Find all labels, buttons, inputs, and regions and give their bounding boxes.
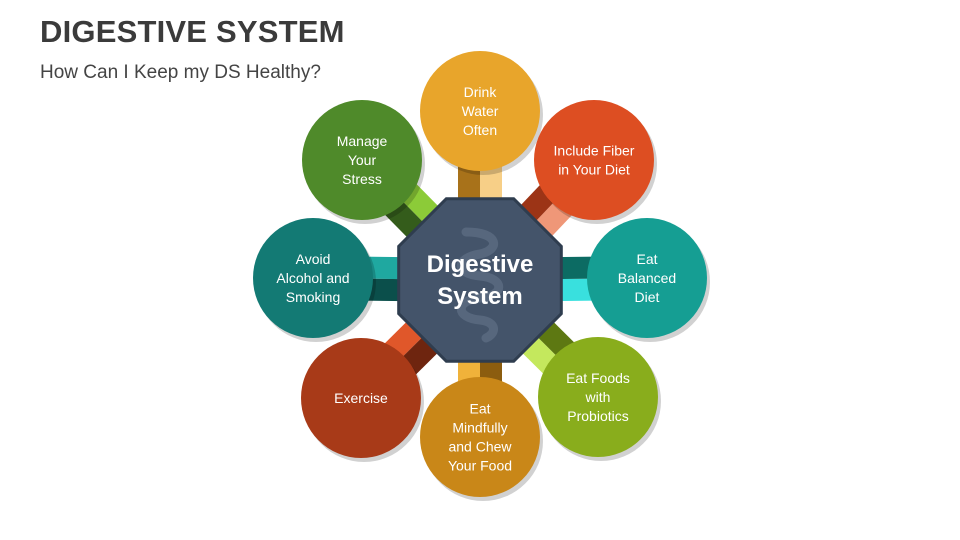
node-label: Include Fiber in Your Diet bbox=[554, 143, 635, 178]
node-label-line: Drink bbox=[464, 84, 498, 100]
node-label-line: Avoid bbox=[296, 251, 331, 267]
node-include-fiber: Include Fiber in Your Diet bbox=[534, 100, 657, 224]
node-label: Exercise bbox=[334, 390, 388, 406]
node-label-line: Alcohol and bbox=[276, 270, 349, 286]
node-label-line: Probiotics bbox=[567, 408, 628, 424]
node-label-line: in Your Diet bbox=[558, 162, 630, 178]
center-label-line: Digestive bbox=[427, 251, 534, 278]
node-circle bbox=[534, 100, 654, 220]
center-octagon bbox=[397, 197, 563, 363]
node-label-line: Often bbox=[463, 122, 497, 138]
node-circle bbox=[302, 100, 422, 220]
node-label-line: Water bbox=[462, 103, 499, 119]
node-label-line: Balanced bbox=[618, 270, 676, 286]
page-title: DIGESTIVE SYSTEM bbox=[40, 14, 345, 49]
node-label-line: Diet bbox=[635, 289, 660, 305]
node-circle bbox=[420, 377, 540, 497]
node-label-line: Manage bbox=[337, 133, 388, 149]
intestine-icon bbox=[456, 227, 504, 343]
node-label-line: with bbox=[585, 389, 611, 405]
node-exercise: Exercise bbox=[301, 338, 424, 462]
node-label-line: Eat bbox=[469, 401, 490, 417]
node-label-line: Eat Foods bbox=[566, 370, 630, 386]
node-label-line: Smoking bbox=[286, 289, 340, 305]
node-label-line: Include Fiber bbox=[554, 143, 635, 159]
node-label-line: Stress bbox=[342, 171, 382, 187]
node-label-line: and Chew bbox=[448, 439, 512, 455]
node-label-line: Your Food bbox=[448, 458, 512, 474]
node-label-line: Your bbox=[348, 152, 377, 168]
node-circle bbox=[253, 218, 373, 338]
node-circle bbox=[420, 51, 540, 171]
node-circle bbox=[587, 218, 707, 338]
node-circle bbox=[538, 337, 658, 457]
node-label-line: Eat bbox=[636, 251, 657, 267]
page-subtitle: How Can I Keep my DS Healthy? bbox=[40, 62, 321, 83]
node-label-line: Mindfully bbox=[452, 420, 507, 436]
center-label-line: System bbox=[437, 283, 522, 310]
node-circle bbox=[301, 338, 421, 458]
node-label-line: Exercise bbox=[334, 390, 388, 406]
